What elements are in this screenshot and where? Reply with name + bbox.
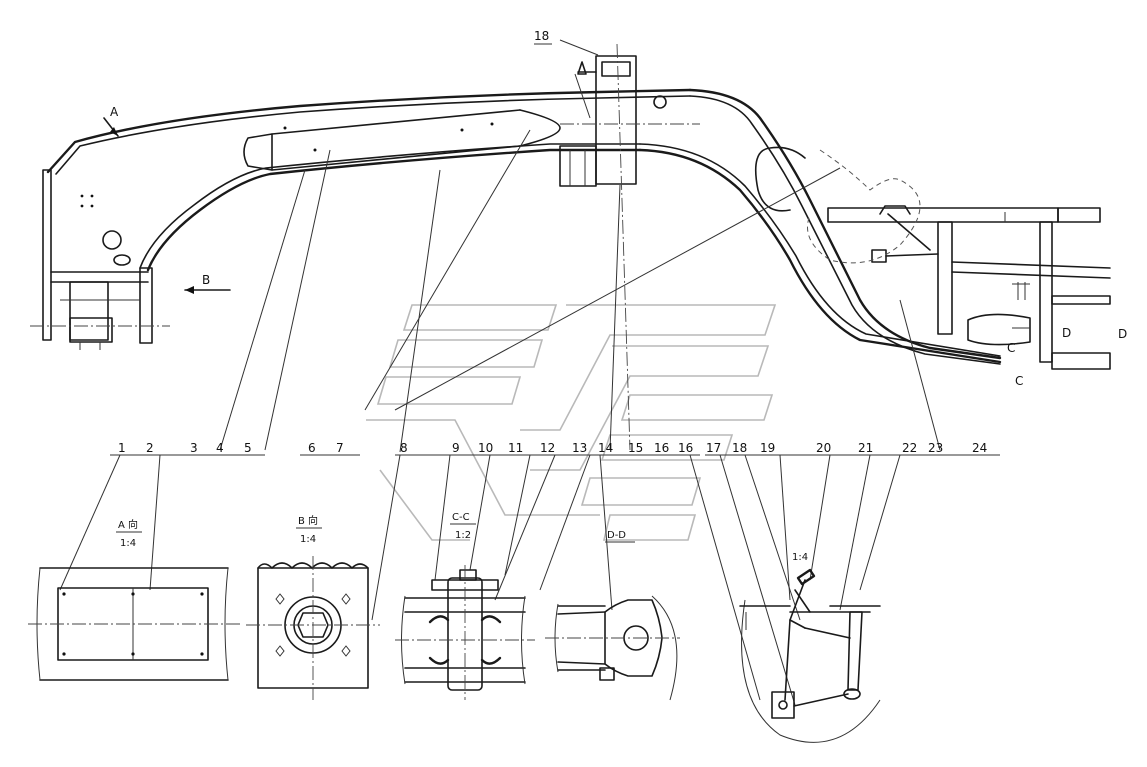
callout-12: 12 xyxy=(540,441,555,455)
view-b-scale: 1:4 xyxy=(300,534,316,545)
callout-10: 10 xyxy=(478,441,493,455)
pedal-detail-view: 1:4 xyxy=(739,552,881,743)
section-marker-c-low: C xyxy=(1015,374,1023,388)
section-marker-d-low: D xyxy=(1062,326,1071,340)
view-e-scale: 1:4 xyxy=(792,552,808,563)
callout-18: 18 xyxy=(732,441,747,455)
section-view-c: C-C 1:2 xyxy=(395,512,535,700)
callout-9: 9 xyxy=(452,441,460,455)
leader-lines xyxy=(59,39,941,706)
callout-20: 20 xyxy=(816,441,831,455)
callout-16-boxed: 16 xyxy=(654,441,669,455)
watermark-logo xyxy=(366,304,777,541)
callout-11: 11 xyxy=(508,441,523,455)
callout-5: 5 xyxy=(244,441,252,455)
callout-6: 6 xyxy=(308,441,316,455)
view-a-title: A 向 xyxy=(118,518,138,531)
callout-17: 17 xyxy=(706,441,721,455)
view-b-title: B 向 xyxy=(298,514,318,527)
view-c-title: C-C xyxy=(452,512,470,523)
section-marker-c: C xyxy=(1007,341,1015,355)
callout-7: 7 xyxy=(336,441,344,455)
detail-view-b: B 向 1:4 xyxy=(246,514,380,700)
callout-8: 8 xyxy=(400,441,408,455)
view-d-title: D-D xyxy=(607,530,626,541)
callout-16: 16 xyxy=(678,441,693,455)
callout-3: 3 xyxy=(190,441,198,455)
section-marker-d: D xyxy=(1118,327,1127,341)
callout-15: 15 xyxy=(628,441,643,455)
callout-2: 2 xyxy=(146,441,154,455)
callout-4: 4 xyxy=(216,441,224,455)
callout-23: 23 xyxy=(928,441,943,455)
callout-18-top: 18 xyxy=(534,29,549,43)
view-markers: A B C C D D xyxy=(103,105,1127,388)
callout-24: 24 xyxy=(972,441,987,455)
callout-1: 1 xyxy=(118,441,126,455)
detail-view-a: A 向 1:4 xyxy=(28,518,240,681)
callout-13: 13 xyxy=(572,441,587,455)
callout-14: 14 xyxy=(598,441,613,455)
callout-19: 19 xyxy=(760,441,775,455)
rear-platform xyxy=(807,149,1111,370)
callout-numbers: 1 2 3 4 5 6 7 8 9 10 11 12 13 14 15 16 1… xyxy=(110,29,1000,456)
section-view-d: D-D xyxy=(545,530,680,701)
view-a-scale: 1:4 xyxy=(120,538,136,549)
view-marker-a: A xyxy=(110,105,119,119)
view-marker-b: B xyxy=(202,273,210,287)
callout-21: 21 xyxy=(858,441,873,455)
callout-22: 22 xyxy=(902,441,917,455)
main-frame xyxy=(30,43,1002,451)
view-c-scale: 1:2 xyxy=(455,530,471,541)
